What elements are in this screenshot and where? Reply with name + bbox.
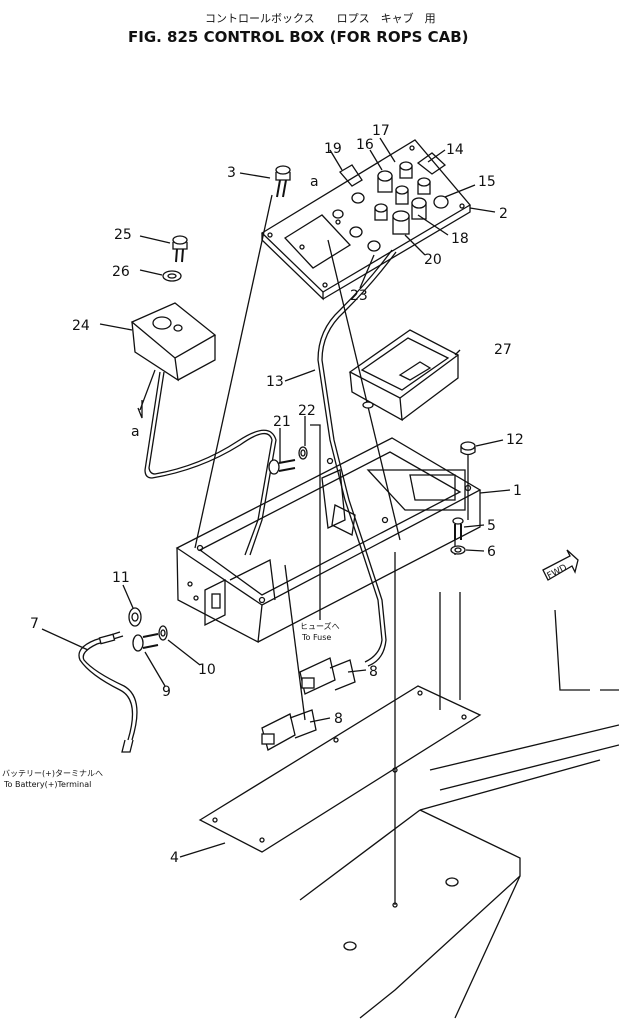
callout-5: 5 xyxy=(487,518,496,534)
callout-1: 1 xyxy=(513,483,522,499)
subtitle-japanese: コントロールボックス ロプス キャブ 用 xyxy=(205,11,436,25)
battery-note-jp: バッテリー(+)ターミナルへ xyxy=(2,769,103,778)
part-1-main-box xyxy=(175,437,482,644)
callout-16: 16 xyxy=(356,137,374,153)
part-7-battery-cable xyxy=(78,631,138,753)
callout-8-upper: 8 xyxy=(369,664,378,680)
callout-19: 19 xyxy=(324,141,342,157)
callout-11: 11 xyxy=(112,570,130,586)
callout-a-left: a xyxy=(131,424,140,440)
part-25-26-bolt-washer xyxy=(162,235,188,282)
part-9-10-11-terminal-hardware xyxy=(128,607,168,652)
callout-23: 23 xyxy=(350,288,368,304)
fwd-label: FWD xyxy=(546,563,569,582)
callout-3: 3 xyxy=(227,165,236,181)
callout-4: 4 xyxy=(170,850,179,866)
callout-7: 7 xyxy=(30,616,39,632)
callout-14: 14 xyxy=(446,142,464,158)
fuse-note-en: To Fuse xyxy=(301,633,331,642)
battery-note-en: To Battery(+)Terminal xyxy=(3,780,91,789)
callout-13: 13 xyxy=(266,374,284,390)
callout-27: 27 xyxy=(494,342,512,358)
callout-12: 12 xyxy=(506,432,524,448)
leader-lines xyxy=(41,137,511,858)
callout-2: 2 xyxy=(499,206,508,222)
part-12-cap xyxy=(460,441,476,456)
callout-22: 22 xyxy=(298,403,316,419)
callout-10: 10 xyxy=(198,662,216,678)
callout-20: 20 xyxy=(424,252,442,268)
callout-21: 21 xyxy=(273,414,291,430)
callout-8-lower: 8 xyxy=(334,711,343,727)
callout-labels: 3 19 16 17 14 15 2 18 20 23 a 25 26 24 a… xyxy=(30,123,524,866)
locator-lines xyxy=(194,194,469,908)
figure-title: FIG. 825 CONTROL BOX (FOR ROPS CAB) xyxy=(128,28,469,46)
callout-18: 18 xyxy=(451,231,469,247)
callout-6: 6 xyxy=(487,544,496,560)
part-13-harness xyxy=(144,249,397,667)
part-8-connectors xyxy=(261,564,356,751)
part-24-small-box xyxy=(130,302,217,419)
callout-24: 24 xyxy=(72,318,90,334)
callout-25: 25 xyxy=(114,227,132,243)
part-5-6-screw-washer xyxy=(450,517,466,555)
callout-26: 26 xyxy=(112,264,130,280)
part-21-22-screw-washer xyxy=(268,446,308,475)
callout-15: 15 xyxy=(478,174,496,190)
panel-switches xyxy=(332,152,449,252)
routing-notes: ヒューズへ To Fuse バッテリー(+)ターミナルへ To Battery(… xyxy=(2,621,340,789)
callout-a-top: a xyxy=(310,174,319,190)
part-2-top-panel xyxy=(260,139,471,301)
part-27-meter xyxy=(348,329,460,422)
fuse-note-jp: ヒューズへ xyxy=(300,621,340,631)
cab-floor-frame xyxy=(299,592,619,1019)
part-3-bolt xyxy=(275,165,291,198)
callout-17: 17 xyxy=(372,123,390,139)
callout-9: 9 xyxy=(162,684,171,700)
fwd-direction-arrow: FWD xyxy=(542,549,579,582)
